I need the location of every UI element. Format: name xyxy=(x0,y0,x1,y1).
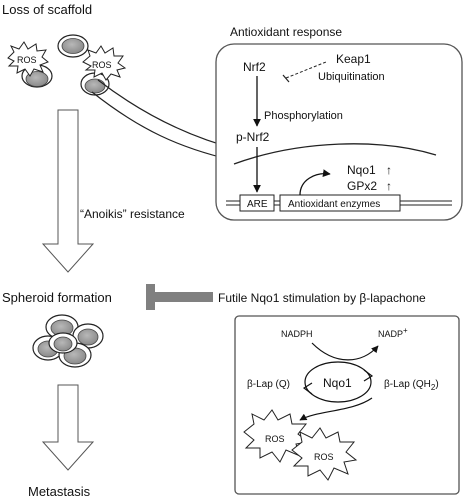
futile-stimulation-label: Futile Nqo1 stimulation by β-lapachone xyxy=(218,291,426,305)
nrf2-label: Nrf2 xyxy=(243,60,266,74)
spheroid-cluster xyxy=(32,314,104,368)
nqo1-cycle-ring xyxy=(304,361,372,403)
ros-burst-right xyxy=(82,45,127,81)
keap1-inhibition-line xyxy=(285,61,327,79)
are-label: ARE xyxy=(247,199,268,210)
ros-cycle-label-1: ROS xyxy=(265,434,285,444)
nqo1-gene-label: Nqo1 xyxy=(347,163,376,177)
keap1-inhibition-tick xyxy=(282,74,290,83)
anoikis-resistance-label: “Anoikis” resistance xyxy=(80,207,185,221)
cycle-arrowhead-left xyxy=(302,382,313,395)
keap1-label: Keap1 xyxy=(336,52,371,66)
phosphorylation-label: Phosphorylation xyxy=(264,110,343,122)
ubiquitination-label: Ubiquitination xyxy=(318,71,385,83)
are-box xyxy=(239,194,275,212)
ros-cycle-label-2: ROS xyxy=(314,452,334,462)
detached-cells xyxy=(21,34,110,96)
loss-of-scaffold-label: Loss of scaffold xyxy=(2,2,92,17)
antioxidant-enzymes-box xyxy=(279,194,401,212)
anoikis-down-arrow xyxy=(41,109,95,273)
redox-cycle-panel xyxy=(234,315,460,495)
nqo1-enzyme-label: Nqo1 xyxy=(323,376,352,390)
p-nrf2-label: p-Nrf2 xyxy=(236,130,270,144)
ros-burst-cycle-2 xyxy=(291,427,358,481)
nadp-label: NADP+ xyxy=(378,326,408,339)
antioxidant-title: Antioxidant response xyxy=(230,25,342,39)
antioxidant-panel xyxy=(215,43,463,221)
nadph-label: NADPH xyxy=(281,329,313,339)
cycle-arrowhead-right xyxy=(363,369,374,382)
gpx2-up-arrow: ↑ xyxy=(386,179,392,193)
ros-label-left: ROS xyxy=(17,55,37,65)
gpx2-gene-label: GPx2 xyxy=(347,179,377,193)
ros-label-right: ROS xyxy=(92,60,112,70)
callout-line-lower xyxy=(91,91,233,161)
nadph-to-nadp-arrow xyxy=(311,342,379,361)
inhibition-bar xyxy=(146,284,213,310)
ros-burst-left xyxy=(7,41,49,77)
nqo1-up-arrow: ↑ xyxy=(386,163,392,177)
antioxidant-enzymes-label: Antioxidant enzymes xyxy=(288,199,380,210)
metastasis-label: Metastasis xyxy=(28,484,91,499)
ros-generation-arrow xyxy=(299,397,373,421)
metastasis-down-arrow xyxy=(41,384,95,471)
beta-lap-q-label: β-Lap (Q) xyxy=(247,379,290,390)
beta-lap-qh2-label: β-Lap (QH2) xyxy=(384,379,439,392)
spheroid-formation-label: Spheroid formation xyxy=(2,290,112,305)
nuclear-membrane xyxy=(233,143,437,165)
transcription-arrow xyxy=(299,169,331,196)
